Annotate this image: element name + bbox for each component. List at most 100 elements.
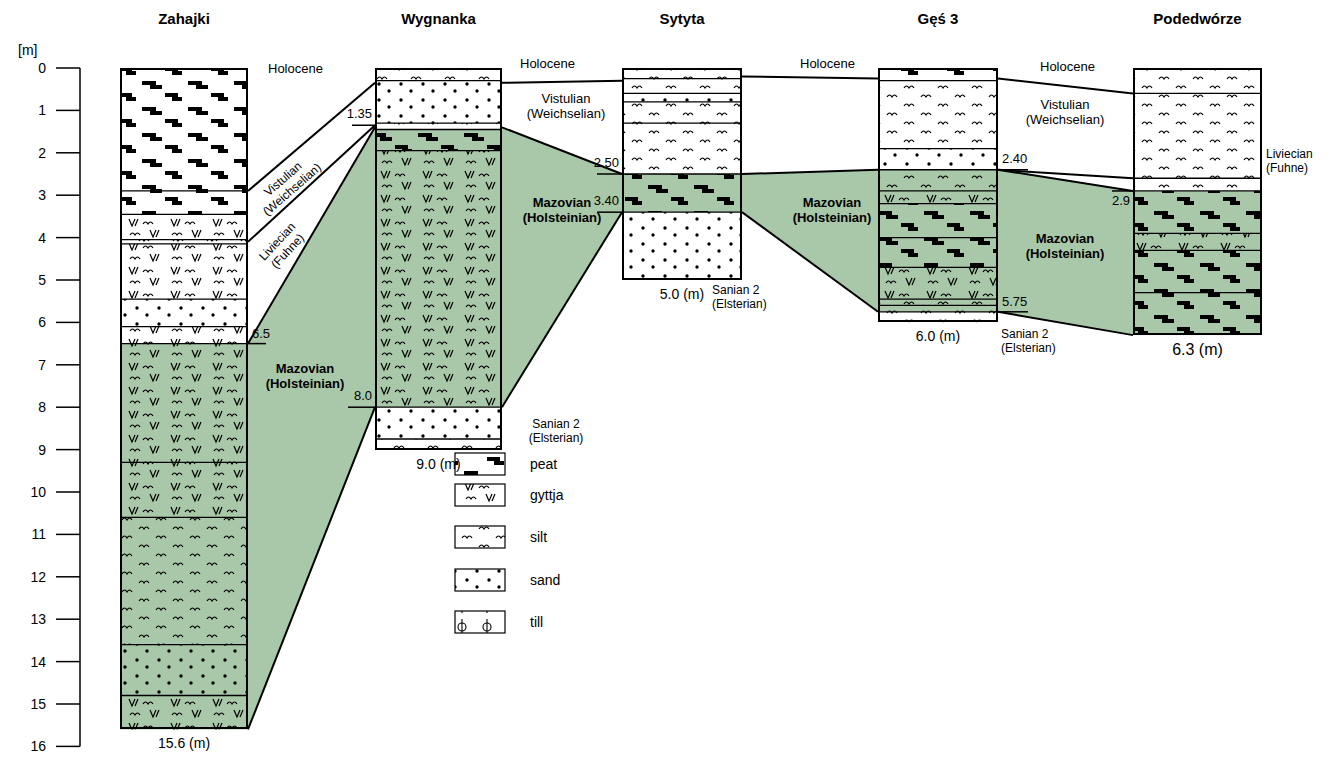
depth-marker: 3.40 bbox=[579, 194, 619, 209]
axis-number: 15 bbox=[12, 696, 46, 712]
stratigraphic-unit: Holocene bbox=[1040, 60, 1120, 75]
axis-tick bbox=[56, 67, 80, 69]
legend-label: till bbox=[530, 614, 543, 630]
axis-tick bbox=[56, 534, 80, 536]
layer-pattern bbox=[622, 123, 742, 174]
layer-pattern bbox=[878, 299, 998, 305]
layer-boundary bbox=[375, 80, 502, 81]
stratigraphic-unit: Mazovian (Holsteinian) bbox=[255, 362, 355, 392]
layer-ground bbox=[878, 299, 998, 305]
depth-marker: 6.5 bbox=[252, 327, 282, 342]
layer-ground bbox=[120, 696, 248, 730]
axis-number: 13 bbox=[12, 611, 46, 627]
layer-pattern bbox=[622, 212, 742, 280]
layer-ground bbox=[120, 68, 248, 191]
layer-pattern bbox=[120, 214, 248, 239]
depth-axis bbox=[56, 68, 80, 746]
legend-swatch bbox=[455, 611, 505, 633]
layer-ground bbox=[120, 327, 248, 344]
correlation-line bbox=[742, 76, 878, 78]
layer-pattern bbox=[878, 305, 998, 311]
stratigraphic-unit: Sanian 2 (Elsterian) bbox=[511, 418, 601, 446]
layer-pattern bbox=[120, 68, 248, 191]
layer-ground bbox=[878, 204, 998, 238]
mazovian-band bbox=[248, 127, 375, 729]
axis-tick bbox=[56, 406, 80, 408]
layer-ground bbox=[120, 517, 248, 644]
layer-ground bbox=[622, 93, 742, 101]
layer-pattern bbox=[878, 238, 998, 268]
stratigraphic-unit: Sanian 2 (Elsterian) bbox=[712, 284, 792, 312]
depth-tick bbox=[1112, 190, 1133, 192]
layer-boundary bbox=[120, 462, 248, 463]
layer-boundary bbox=[878, 311, 998, 312]
layer-boundary bbox=[622, 122, 742, 123]
layer-pattern bbox=[120, 240, 248, 244]
axis-number: 16 bbox=[12, 738, 46, 754]
correlation-line bbox=[502, 127, 622, 174]
layer-pattern bbox=[878, 204, 998, 238]
axis-number: 7 bbox=[12, 357, 46, 373]
axis-tick bbox=[56, 364, 80, 366]
layer-boundary bbox=[120, 214, 248, 215]
layer-ground bbox=[622, 79, 742, 94]
layer-ground bbox=[120, 462, 248, 517]
layer-boundary bbox=[622, 212, 742, 213]
layer-boundary bbox=[120, 298, 248, 299]
layer-ground bbox=[120, 645, 248, 696]
stratigraphic-unit: Vistulian (Weichselian) bbox=[247, 147, 328, 223]
axis-number: 14 bbox=[12, 654, 46, 670]
depth-marker: 2.50 bbox=[579, 156, 619, 171]
axis-number: 3 bbox=[12, 187, 46, 203]
layer-ground bbox=[622, 174, 742, 212]
layer-boundary bbox=[622, 93, 742, 94]
layer-boundary bbox=[878, 237, 998, 238]
layer-boundary bbox=[120, 190, 248, 191]
total-depth: 9.0 (m) bbox=[327, 456, 550, 472]
layer-boundary bbox=[878, 190, 998, 191]
axis-number: 6 bbox=[12, 314, 46, 330]
layer-pattern bbox=[1133, 93, 1262, 178]
layer-ground bbox=[622, 212, 742, 280]
layer-ground bbox=[375, 151, 502, 408]
layer-pattern bbox=[1133, 293, 1262, 335]
site-name: Podedwórze bbox=[1085, 10, 1310, 27]
layer-ground bbox=[1133, 93, 1262, 178]
layer-boundary bbox=[622, 101, 742, 102]
layer-ground bbox=[375, 81, 502, 123]
axis-tick bbox=[56, 449, 80, 451]
layer-pattern bbox=[878, 191, 998, 204]
layer-boundary bbox=[878, 305, 998, 306]
depth-tick bbox=[348, 406, 375, 408]
correlation-line bbox=[998, 170, 1133, 178]
layer-boundary bbox=[120, 239, 248, 240]
axis-tick bbox=[56, 703, 80, 705]
layer-pattern bbox=[1133, 233, 1262, 250]
axis-tick bbox=[56, 618, 80, 620]
layer-pattern bbox=[120, 191, 248, 214]
mazovian-band bbox=[742, 170, 878, 312]
layer-ground bbox=[878, 305, 998, 311]
stratigraphic-column bbox=[878, 68, 998, 322]
stratigraphic-unit: Holocene bbox=[800, 57, 880, 72]
layer-boundary bbox=[1133, 233, 1262, 234]
layer-boundary bbox=[878, 169, 998, 170]
stratigraphic-unit: Mazovian (Holsteinian) bbox=[1015, 232, 1115, 262]
axis-number: 5 bbox=[12, 272, 46, 288]
layer-ground bbox=[120, 344, 248, 463]
layer-ground bbox=[878, 267, 998, 299]
layer-boundary bbox=[120, 243, 248, 244]
mazovian-band bbox=[998, 170, 1133, 335]
correlation-line bbox=[248, 407, 375, 729]
layer-ground bbox=[1133, 191, 1262, 233]
layer-ground bbox=[878, 191, 998, 204]
correlation-line bbox=[248, 125, 375, 242]
layer-pattern bbox=[120, 517, 248, 644]
layer-boundary bbox=[375, 122, 502, 123]
layer-ground bbox=[878, 149, 998, 170]
layer-boundary bbox=[878, 80, 998, 81]
legend-label: silt bbox=[530, 529, 547, 545]
layer-pattern bbox=[120, 244, 248, 299]
axis-number: 11 bbox=[12, 526, 46, 542]
legend-swatch bbox=[455, 484, 505, 506]
